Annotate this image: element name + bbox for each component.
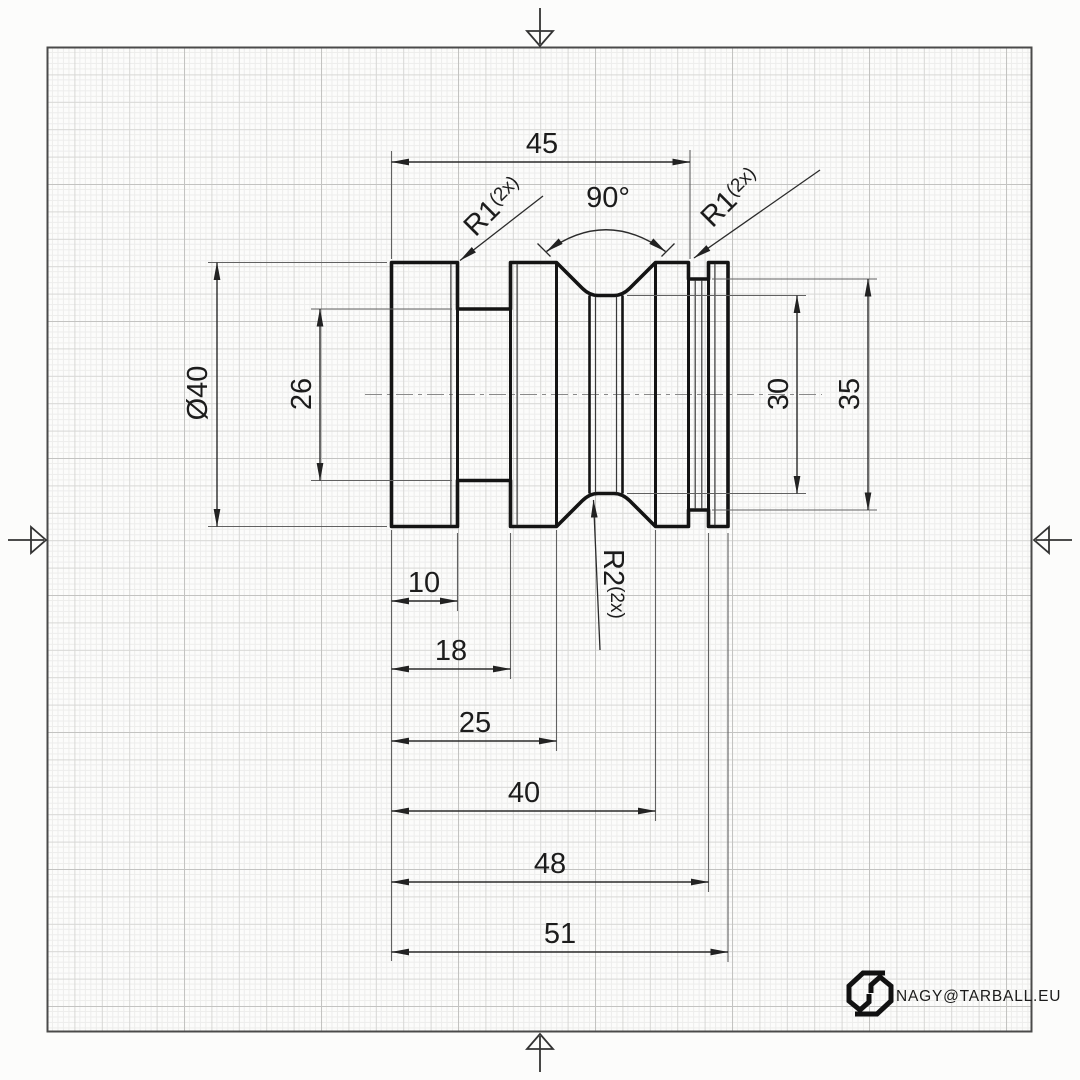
groove-bottom-edges	[588, 295, 624, 494]
dim-label-26: 26	[286, 378, 318, 410]
part-side-view	[365, 260, 822, 529]
dim-length-10: 10	[391, 567, 458, 605]
dim-length-45: 45	[391, 128, 691, 166]
dim-label-90deg: 90°	[586, 182, 630, 214]
logo-n-icon	[846, 970, 894, 1017]
r2-mult: (2x)	[606, 586, 627, 619]
part-face-edges	[456, 262, 710, 527]
extension-lines	[208, 150, 877, 962]
graph-paper-grid-bold	[47, 47, 1032, 1032]
dim-label-51: 51	[544, 918, 576, 950]
leader-r2: R2(2x)	[590, 499, 629, 651]
dim-diameter-35: 35	[834, 278, 872, 511]
drawing-frame	[46, 46, 1033, 1033]
part-outline	[389, 260, 730, 529]
watermark: NAGY@TARBALL.EU	[846, 970, 1061, 1017]
center-mark-right	[1032, 525, 1072, 555]
center-mark-top	[525, 8, 555, 48]
center-mark-bottom	[525, 1032, 555, 1072]
dim-length-18: 18	[391, 635, 511, 673]
dim-label-10: 10	[408, 567, 440, 599]
dim-label-45: 45	[526, 128, 558, 160]
watermark-text: NAGY@TARBALL.EU	[896, 988, 1061, 1005]
dim-length-40: 40	[391, 777, 656, 815]
center-mark-left	[8, 525, 48, 555]
dim-label-r2: R2(2x)	[597, 549, 629, 619]
dim-length-51: 51	[391, 918, 729, 956]
dim-length-25: 25	[391, 707, 557, 745]
dim-diameter-30: 30	[763, 295, 801, 494]
dim-label-48: 48	[534, 848, 566, 880]
dim-diameter-26: 26	[286, 308, 324, 481]
dim-angle-90: 90°	[537, 182, 675, 257]
dim-length-48: 48	[391, 848, 709, 886]
r2-value: R2	[597, 549, 629, 586]
dim-label-18: 18	[435, 635, 467, 667]
dim-diameter-40: Ø40	[182, 262, 221, 527]
dim-label-30: 30	[763, 378, 795, 410]
dim-label-40: 40	[508, 777, 540, 809]
dim-label-35: 35	[834, 378, 866, 410]
tangent-edges	[450, 263, 716, 526]
dim-label-25: 25	[459, 707, 491, 739]
dim-label-dia40: Ø40	[182, 366, 214, 421]
